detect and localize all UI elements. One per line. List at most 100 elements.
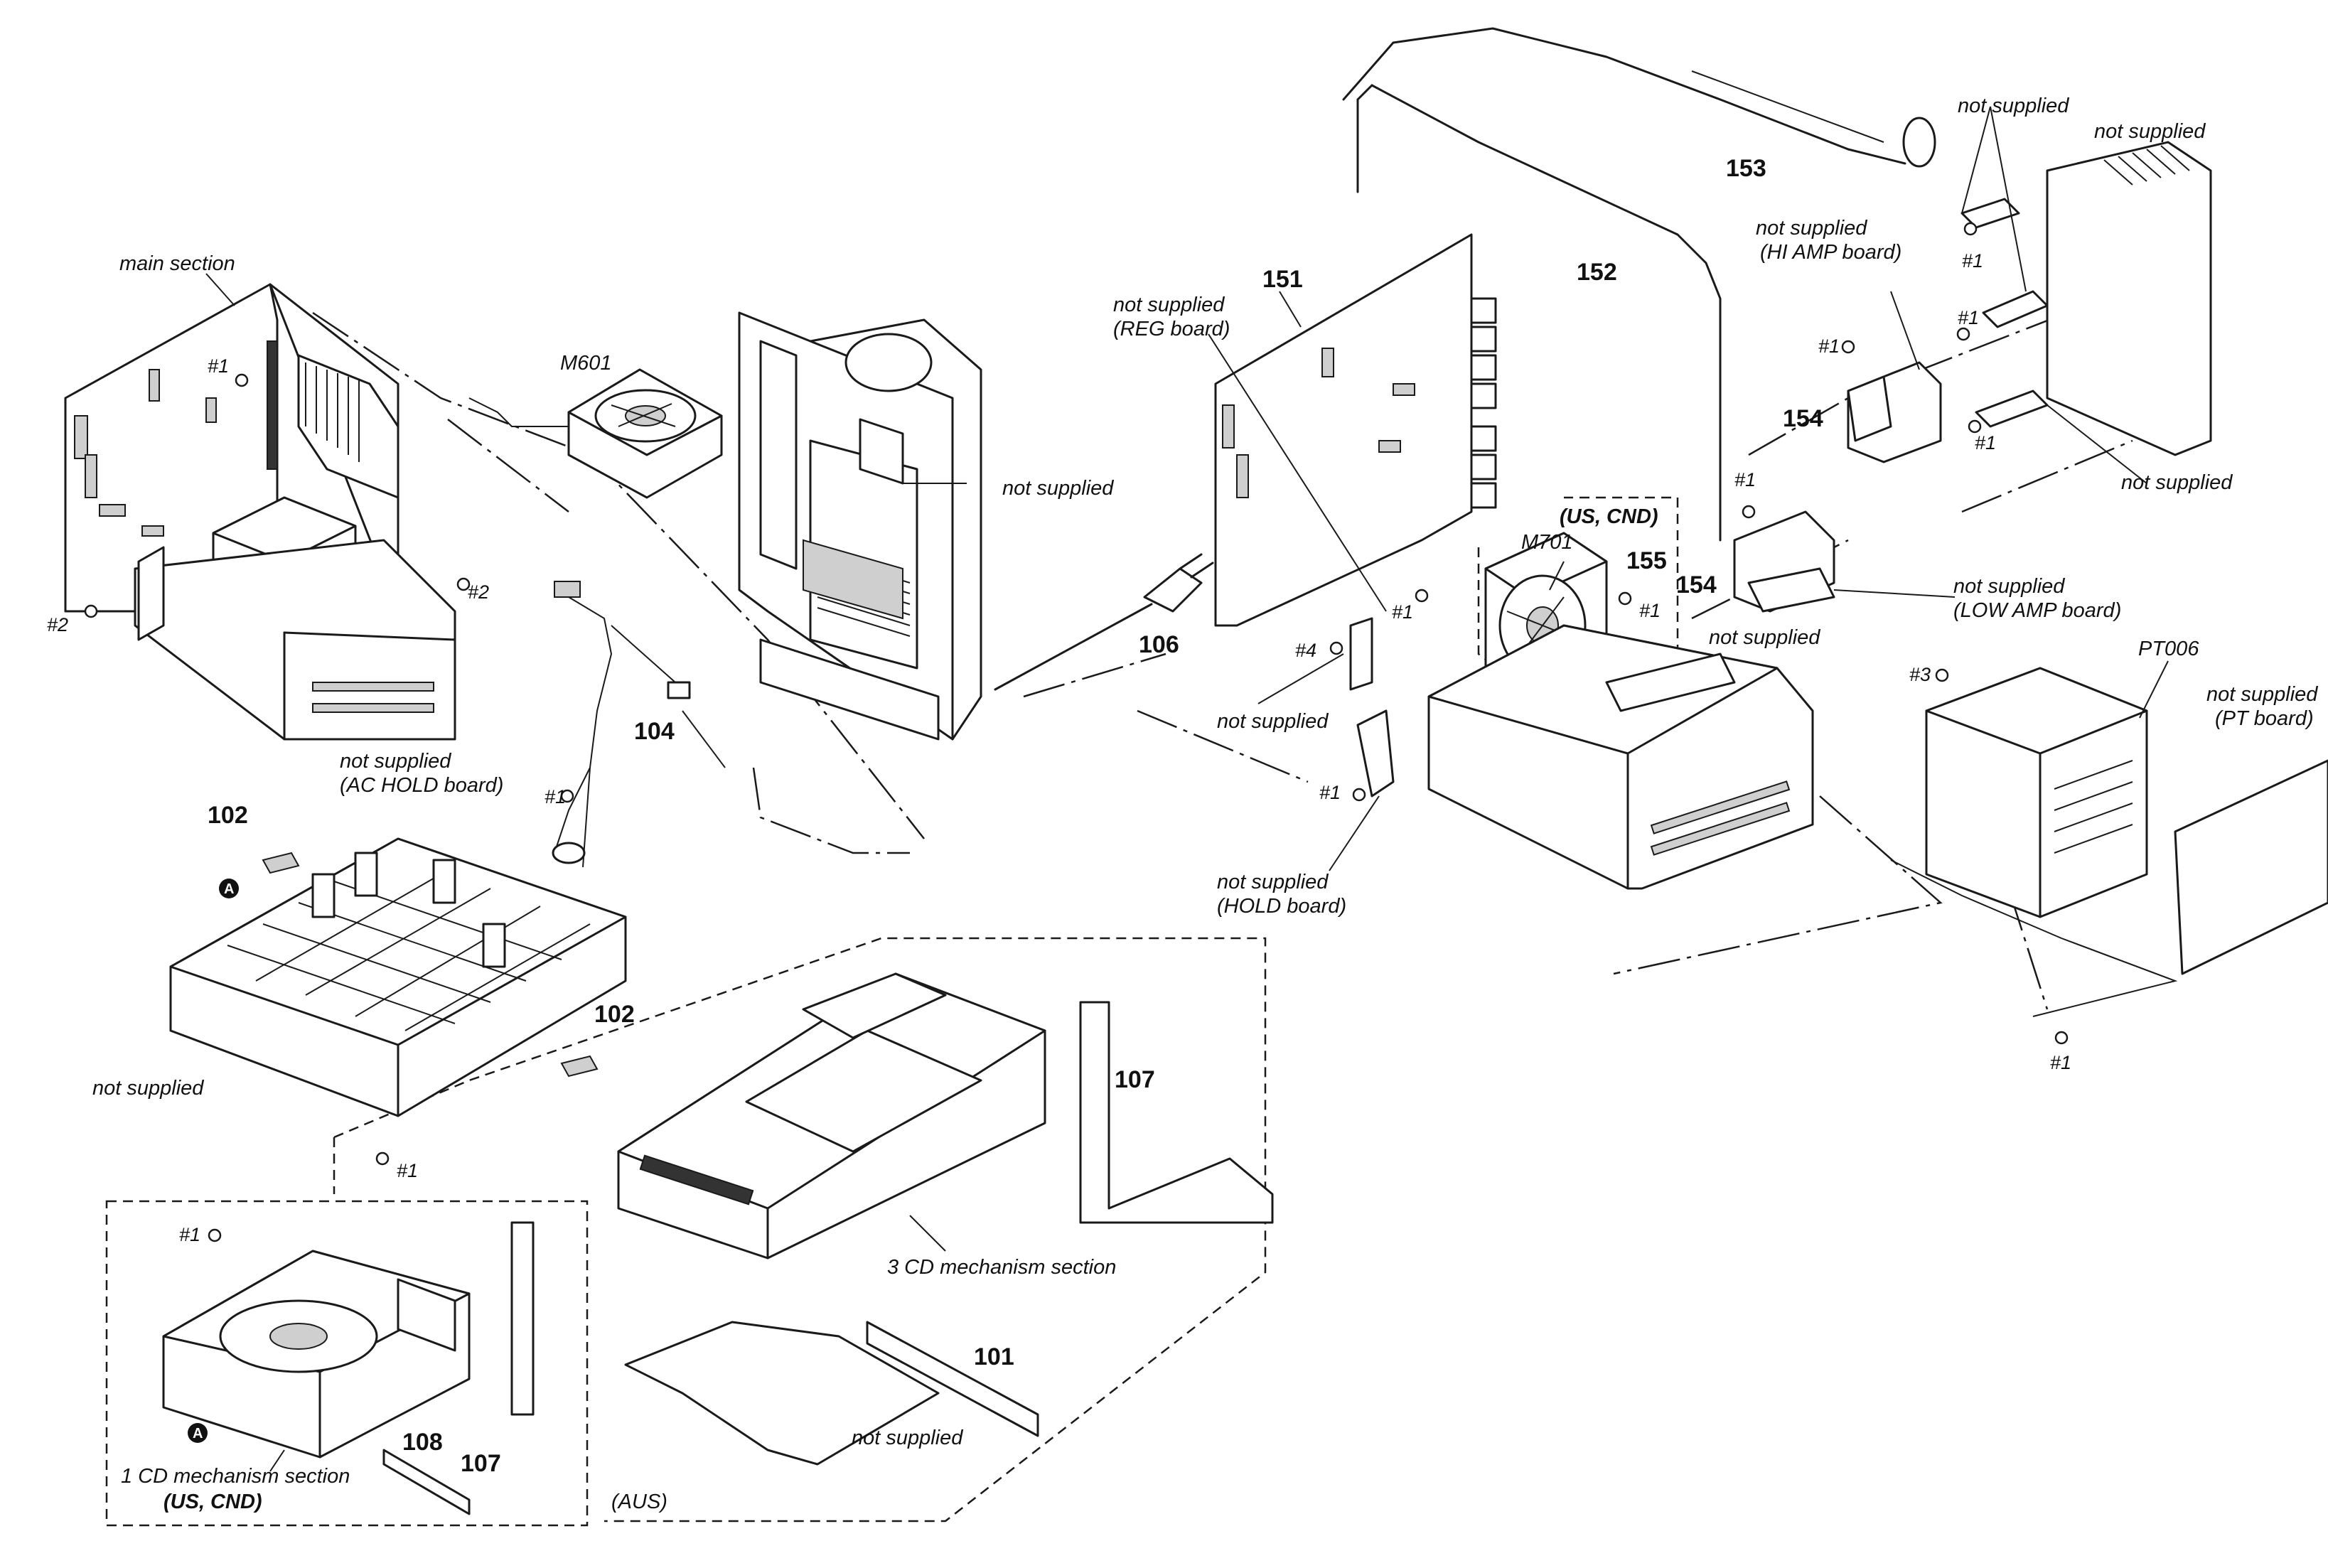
label-hi-amp-board: (HI AMP board) (1760, 241, 1901, 264)
reg-board-151 (1214, 233, 1497, 627)
low-amp-board-bracket-154 (1733, 510, 1835, 613)
label-not-supplied-top-brackets: not supplied (1958, 95, 2069, 117)
hold-board-bracket-lower (1356, 709, 1395, 798)
label-pt-board: (PT board) (2215, 707, 2314, 730)
part-102-upper: 102 (208, 802, 248, 829)
part-104: 104 (634, 718, 675, 745)
screw-label-1-main: #1 (208, 355, 229, 377)
screw-label-1-hi-amp: #1 (1818, 335, 1840, 357)
label-cd1-section: 1 CD mechanism section (121, 1465, 350, 1488)
hi-amp-board-bracket-154 (1847, 361, 1942, 463)
label-not-supplied-hold: not supplied (1217, 871, 1329, 893)
cd3-base-plate (624, 1321, 940, 1466)
part-154-upper: 154 (1783, 405, 1823, 432)
flat-cable-107-cnd (510, 1221, 535, 1416)
fan-m601-cable (468, 397, 569, 427)
part-numbers: 101 102 102 104 106 107 107 108 151 152 … (208, 155, 1823, 1477)
label-cd3-section: 3 CD mechanism section (887, 1256, 1116, 1279)
label-m701: M701 (1521, 531, 1573, 554)
foot-102-upper (262, 852, 300, 874)
leader-lines (205, 106, 2169, 1472)
flat-cable-101 (866, 1321, 1039, 1437)
label-not-supplied-heatsink: not supplied (2094, 120, 2206, 143)
label-main-section: main section (119, 252, 235, 275)
wire-harness-104 (554, 581, 691, 868)
label-us-cnd-fan: (US, CND) (1560, 505, 1658, 528)
screw-label-1-cd1: #1 (179, 1224, 200, 1245)
label-not-supplied-hold-upper: not supplied (1217, 710, 1329, 733)
foot-102-lower (560, 1055, 599, 1078)
part-154-lower: 154 (1676, 571, 1717, 598)
bracket-mid (1982, 290, 2049, 328)
hold-board-bracket-upper (1349, 617, 1373, 691)
screw-label-1-low-amp: #1 (1734, 469, 1756, 490)
aus-group-outline (333, 937, 1267, 1523)
label-not-supplied-pt: not supplied (2206, 683, 2318, 706)
screw-label-2-right: #2 (468, 581, 489, 603)
screw-label-1-ac-hold: #1 (545, 786, 566, 807)
screw-label-1-low-bracket: #1 (1975, 432, 1996, 453)
label-aus: (AUS) (611, 1491, 667, 1513)
svg-text:A: A (224, 881, 234, 897)
label-not-supplied-ac-hold: not supplied (340, 750, 451, 773)
screw-label-1-bottom: #1 (397, 1160, 418, 1181)
part-155: 155 (1626, 547, 1667, 574)
label-not-supplied-chassis: not supplied (1709, 626, 1820, 649)
cd3-mechanism (617, 972, 1046, 1260)
rear-panel-chassis (738, 311, 982, 741)
screw-label-2-left: #2 (47, 614, 68, 635)
label-not-supplied-rear: not supplied (1002, 477, 1114, 500)
part-107-aus: 107 (1115, 1066, 1155, 1093)
label-pt006: PT006 (2138, 638, 2199, 660)
right-chassis (1427, 624, 1814, 890)
label-not-supplied-low-amp: not supplied (1953, 575, 2065, 598)
part-106: 106 (1139, 631, 1179, 658)
part-101: 101 (974, 1343, 1014, 1370)
flat-cable-153 (1342, 27, 1936, 168)
label-m601: M601 (560, 352, 612, 375)
transformer-pt006 (1925, 667, 2148, 918)
flat-cable-152 (1356, 84, 1722, 542)
reference-marker-a-lower: A (188, 1423, 208, 1443)
hi-amp-board-heatsink (2046, 141, 2212, 456)
label-not-supplied-hi-amp: not supplied (1756, 217, 1867, 240)
component-labels: M601 M701 PT006 main section not supplie… (92, 95, 2318, 1513)
reference-marker-a-upper: A (219, 879, 239, 898)
label-low-amp-board: (LOW AMP board) (1953, 599, 2121, 622)
part-108: 108 (402, 1429, 443, 1456)
flat-cable-108 (382, 1449, 471, 1515)
part-151: 151 (1262, 266, 1303, 293)
screw-label-4: #4 (1295, 640, 1316, 661)
part-107-cnd: 107 (461, 1450, 501, 1477)
part-102-lower: 102 (594, 1001, 635, 1028)
screw-label-3: #3 (1909, 664, 1931, 685)
part-152: 152 (1577, 259, 1617, 286)
label-ac-hold-board: (AC HOLD board) (340, 774, 503, 797)
label-reg-board: (REG board) (1113, 318, 1230, 340)
part-153: 153 (1726, 155, 1766, 182)
screw-icons (84, 222, 2069, 1242)
screw-label-1-reg: #1 (1392, 601, 1413, 623)
label-not-supplied-base: not supplied (852, 1427, 963, 1449)
screw-label-1-top-bracket: #1 (1962, 250, 1983, 272)
screw-label-1-fan: #1 (1639, 600, 1661, 621)
screw-label-1-mid-bracket: #1 (1958, 307, 1979, 328)
label-not-supplied-low-bracket: not supplied (2121, 471, 2233, 494)
screw-label-1-pt: #1 (2050, 1052, 2071, 1073)
bottom-chassis (169, 837, 627, 1117)
cd1-mechanism (162, 1250, 471, 1459)
screw-label-1-hold: #1 (1319, 782, 1341, 803)
pt-cable (1890, 859, 2178, 1017)
bracket-low (1975, 390, 2049, 428)
flat-cable-107-aus (1079, 1001, 1274, 1224)
main-section-board (64, 283, 456, 741)
fan-m601 (567, 368, 723, 499)
pt-board (2174, 759, 2328, 975)
ac-power-cord-106 (994, 553, 1214, 691)
label-not-supplied-bottom: not supplied (92, 1077, 204, 1100)
screw-labels: #1 #2 #2 #1 #1 #1 #1 #1 #4 #1 #1 #1 #1 #… (47, 250, 2071, 1245)
label-hold-board: (HOLD board) (1217, 895, 1346, 918)
label-us-cnd-cd1: (US, CND) (163, 1491, 262, 1513)
us-cnd-1cd-group-outline (105, 1200, 589, 1527)
